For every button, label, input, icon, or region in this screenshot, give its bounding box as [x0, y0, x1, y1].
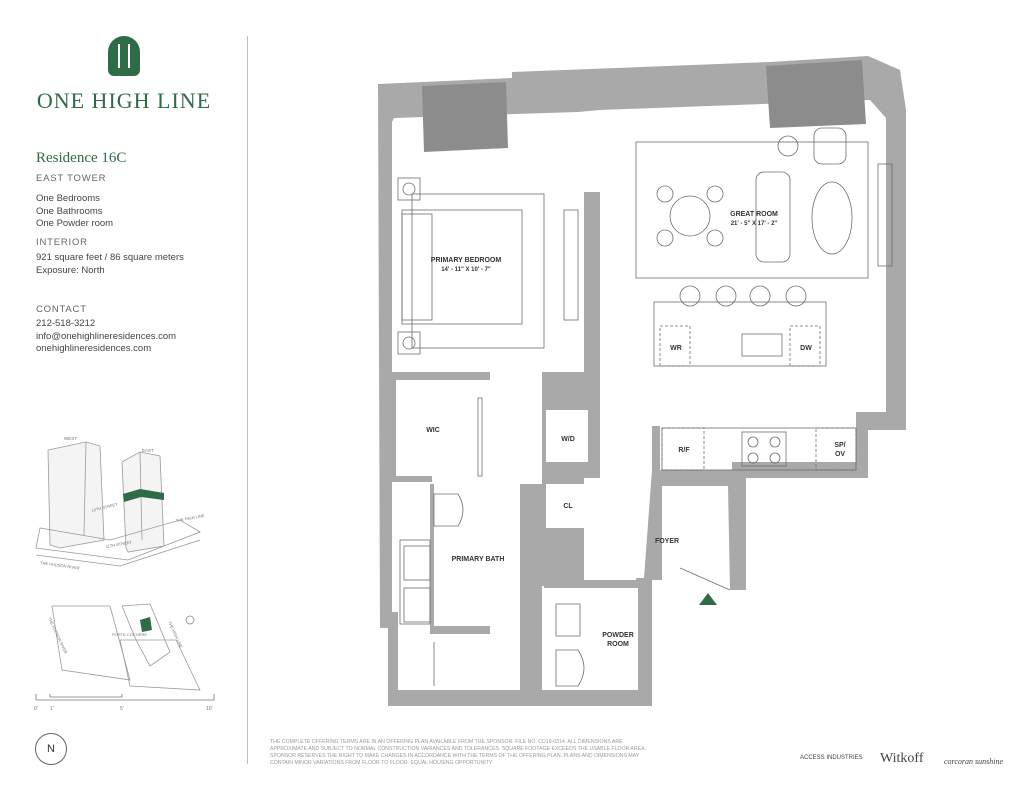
interior-details: 921 square feet / 86 square meters Expos… — [36, 252, 184, 277]
label-great-room-dim: 21' - 5" X 17' - 2" — [731, 221, 778, 227]
scale-bar: 0' 1' 5' 10' — [34, 694, 215, 712]
label-primary-bath: PRIMARY BATH — [452, 556, 505, 563]
entrance-marker-icon — [699, 593, 717, 605]
label-wic: WIC — [426, 427, 440, 434]
corcoran-sunshine-logo: corcoran sunshine — [944, 757, 1004, 766]
bedroom-furniture — [397, 127, 893, 687]
exposure-text: Exposure: North — [36, 264, 105, 276]
contact-email[interactable]: info@onehighlineresidences.com — [36, 330, 177, 342]
scale-five: 5' — [120, 706, 124, 712]
scale-one: 1' — [50, 706, 54, 712]
label-rf: R/F — [678, 447, 690, 454]
sidebar-divider — [247, 36, 248, 764]
brand-name: ONE HIGH LINE — [36, 88, 212, 113]
feature-powder: One Powder room — [36, 218, 114, 229]
label-11th-street: 11TH STREET — [105, 539, 132, 549]
label-10th-street: 10TH STREET — [91, 502, 119, 513]
sidebar: ONE HIGH LINE Residence 16C EAST TOWER O… — [0, 0, 248, 800]
scale-zero: 0' — [34, 706, 38, 712]
map-label-porte-cochere: PORTE-COCHÈRE — [112, 632, 147, 637]
label-primary-bedroom-dim: 14' - 11" X 10' - 7" — [441, 267, 491, 273]
label-high-line: THE HIGH LINE — [175, 513, 205, 523]
label-great-room: GREAT ROOM — [730, 211, 778, 218]
window-right — [766, 60, 866, 128]
label-wr: WR — [670, 345, 682, 352]
label-spov-2: OV — [835, 451, 845, 458]
label-primary-bedroom: PRIMARY BEDROOM — [431, 257, 502, 264]
tower-name: EAST TOWER — [36, 173, 107, 184]
contact-details: 212-518-3212 info@onehighlineresidences.… — [36, 318, 176, 356]
access-industries-logo: ACCESS INDUSTRIES — [800, 755, 863, 761]
label-powder-room-1: POWDER — [602, 632, 634, 639]
feature-bedrooms: One Bedrooms — [36, 193, 100, 204]
disclaimer-text: THE COMPLETE OFFERING TERMS ARE IN AN OF… — [270, 739, 646, 766]
window-left — [422, 82, 508, 152]
residence-title: Residence 16C — [36, 150, 127, 166]
label-powder-room-2: ROOM — [607, 641, 629, 648]
interior-label: INTERIOR — [36, 237, 88, 248]
label-hudson-river: THE HUDSON RIVER — [40, 560, 80, 571]
one-high-line-logo-icon — [108, 36, 140, 76]
contact-label: CONTACT — [36, 304, 87, 315]
residence-features: One Bedrooms One Bathrooms One Powder ro… — [36, 193, 113, 231]
contact-phone[interactable]: 212-518-3212 — [36, 318, 96, 329]
scale-ten: 10' — [206, 706, 213, 712]
map-north-icon — [185, 615, 195, 625]
north-compass-icon: N — [35, 733, 67, 765]
building-site-diagram: WEST EAST 10TH STREET 11TH STREET THE HI… — [34, 436, 215, 712]
label-spov-1: SP/ — [834, 442, 845, 449]
label-wd: W/D — [561, 436, 575, 443]
room-labels: GREAT ROOM 21' - 5" X 17' - 2" PRIMARY B… — [426, 211, 845, 648]
contact-website[interactable]: onehighlineresidences.com — [36, 343, 152, 354]
area-text: 921 square feet / 86 square meters — [36, 252, 184, 263]
label-east: EAST — [142, 448, 154, 453]
label-west: WEST — [64, 436, 77, 441]
label-cl: CL — [563, 503, 573, 510]
label-dw: DW — [800, 345, 812, 352]
witkoff-logo: Witkoff — [880, 751, 924, 766]
feature-bathrooms: One Bathrooms — [36, 205, 103, 217]
label-foyer: FOYER — [655, 538, 679, 545]
interior-walls — [392, 192, 660, 690]
